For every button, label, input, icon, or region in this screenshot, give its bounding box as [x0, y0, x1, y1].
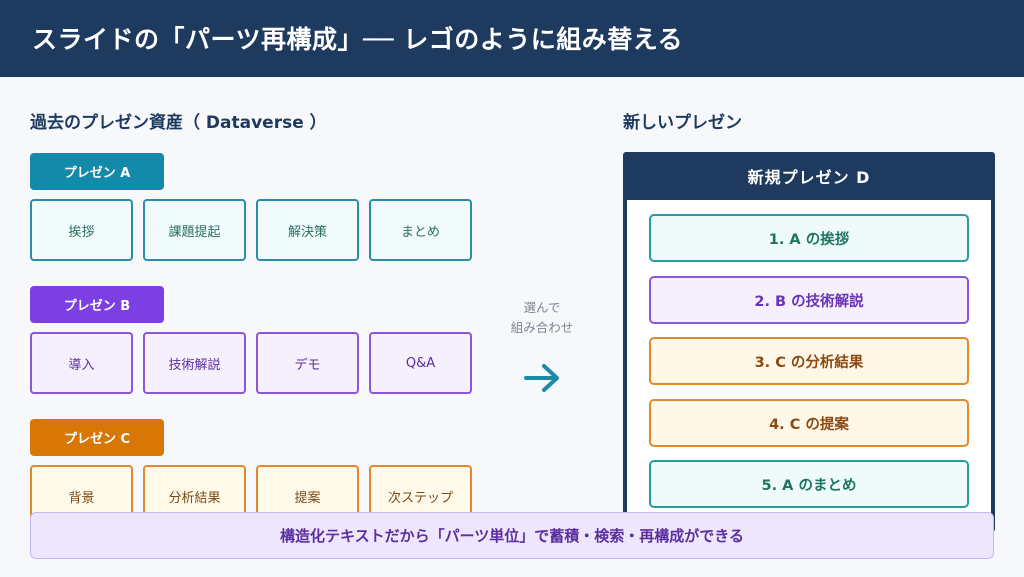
- slot-1[interactable]: 1. A の挨拶: [649, 214, 969, 262]
- new-presentation-title: 新しいプレゼン: [623, 113, 742, 133]
- past-assets-title: 過去のプレゼン資産（ Dataverse ）: [30, 113, 327, 133]
- part-a-problem[interactable]: 課題提起: [143, 199, 246, 261]
- slot-3[interactable]: 3. C の分析結果: [649, 337, 969, 385]
- part-b-qa[interactable]: Q&A: [369, 332, 472, 394]
- panel-title: 新規プレゼン D: [747, 168, 871, 187]
- part-a-summary[interactable]: まとめ: [369, 199, 472, 261]
- part-b-tech[interactable]: 技術解説: [143, 332, 246, 394]
- part-a-solution[interactable]: 解決策: [256, 199, 359, 261]
- part-a-greeting[interactable]: 挨拶: [30, 199, 133, 261]
- summary-banner: 構造化テキストだから「パーツ単位」で蓄積・検索・再構成ができる: [30, 512, 994, 559]
- arrow-right-icon: [524, 364, 559, 392]
- page-title: スライドの「パーツ再構成」── レゴのように組み替える: [32, 25, 684, 54]
- slot-4[interactable]: 4. C の提案: [649, 399, 969, 447]
- header-bar: スライドの「パーツ再構成」── レゴのように組み替える: [0, 0, 1024, 77]
- select-combine-caption: 選んで 組み合わせ: [495, 298, 589, 338]
- part-b-demo[interactable]: デモ: [256, 332, 359, 394]
- part-b-intro[interactable]: 導入: [30, 332, 133, 394]
- presentation-b-label: プレゼン B: [30, 286, 164, 323]
- caption-line-1: 選んで: [523, 300, 561, 315]
- slot-2[interactable]: 2. B の技術解説: [649, 276, 969, 324]
- caption-line-2: 組み合わせ: [510, 320, 574, 335]
- presentation-a-label: プレゼン A: [30, 153, 164, 190]
- slot-5[interactable]: 5. A のまとめ: [649, 460, 969, 508]
- presentation-c-label: プレゼン C: [30, 419, 164, 456]
